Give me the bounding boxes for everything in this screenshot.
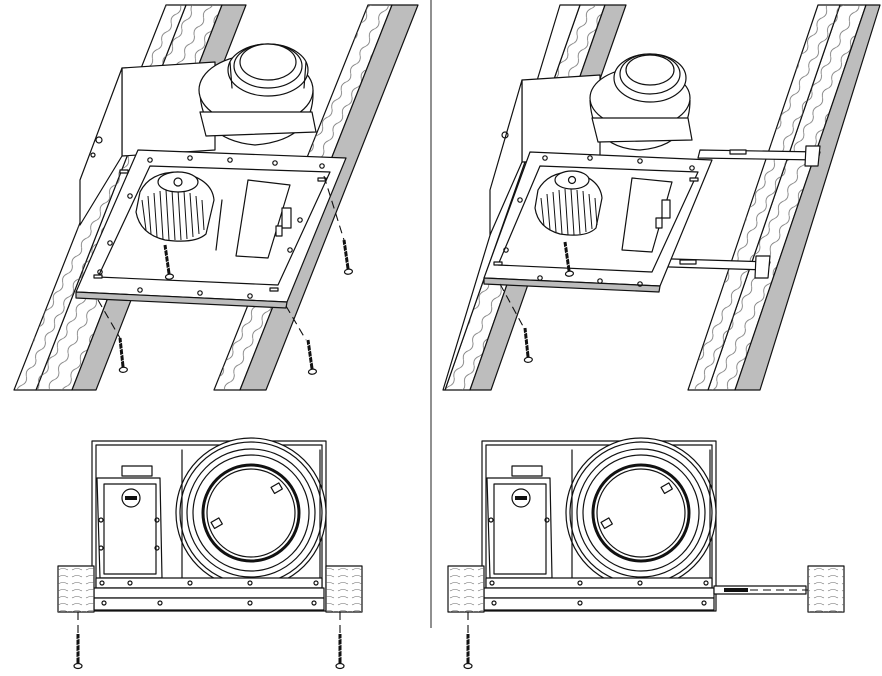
panel-direct-mount-front xyxy=(57,437,363,670)
bar-hanger-icon xyxy=(637,255,771,279)
fan-wheel-icon xyxy=(534,170,603,236)
motor-plate xyxy=(215,179,292,259)
duct-collar-icon xyxy=(589,53,693,151)
screw-icon xyxy=(72,632,84,670)
wood-block-icon xyxy=(807,565,845,613)
panel-bar-hanger-mount-front xyxy=(447,437,845,670)
mounting-frame xyxy=(483,577,715,611)
duct-collar-icon xyxy=(565,437,717,589)
fan-housing xyxy=(79,61,216,226)
guide-line xyxy=(499,283,525,329)
screw-icon xyxy=(114,336,130,375)
screw-icon xyxy=(462,632,474,670)
duct-collar-icon xyxy=(198,43,317,146)
wood-block-icon xyxy=(57,565,95,613)
guide-line xyxy=(97,299,121,339)
bar-hanger-icon xyxy=(713,585,808,595)
duct-collar-icon xyxy=(175,437,327,589)
guide-line xyxy=(285,305,307,341)
panel-bar-hanger-mount-perspective xyxy=(442,4,881,391)
guide-line xyxy=(323,175,345,241)
wood-block-icon xyxy=(325,565,363,613)
screw-icon xyxy=(338,237,355,277)
panel-direct-mount-perspective xyxy=(13,4,419,391)
joist-right xyxy=(687,4,881,391)
screw-icon xyxy=(519,326,535,365)
screw-icon xyxy=(302,337,319,377)
screw-icon xyxy=(334,632,346,670)
fan-wheel-icon xyxy=(135,171,215,242)
motor-plate xyxy=(621,177,673,253)
bar-hanger-icon xyxy=(697,145,821,167)
junction-box-icon xyxy=(96,465,163,579)
wood-block-icon xyxy=(447,565,485,613)
mounting-frame xyxy=(93,577,325,611)
junction-box-icon xyxy=(486,465,553,579)
